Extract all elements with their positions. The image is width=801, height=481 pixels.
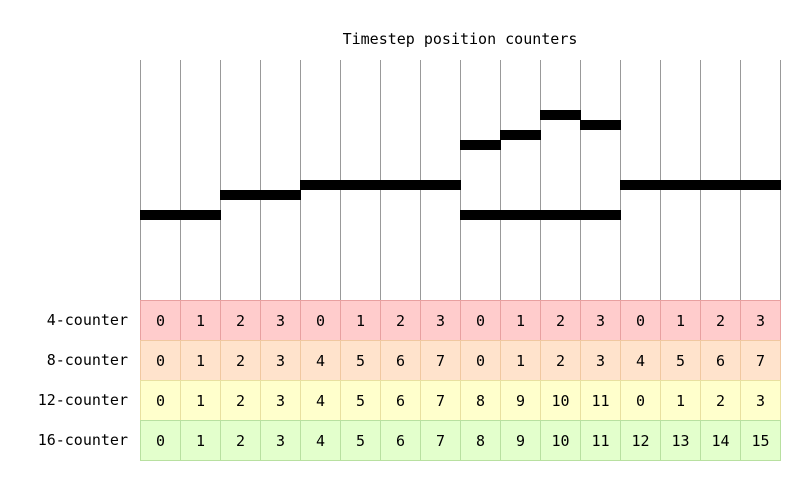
position-bar — [300, 180, 461, 190]
counter-cell: 7 — [420, 420, 461, 461]
counter-cell: 2 — [540, 300, 581, 341]
timestep-grid — [140, 60, 781, 301]
counter-cell: 10 — [540, 420, 581, 461]
counter-cell: 9 — [500, 420, 541, 461]
counter-cell: 15 — [740, 420, 781, 461]
counter-cell: 6 — [380, 420, 421, 461]
counter-cell: 2 — [380, 300, 421, 341]
counter-cell: 2 — [220, 340, 261, 381]
counter-cell: 2 — [220, 300, 261, 341]
counter-cell: 0 — [140, 420, 181, 461]
position-bar — [140, 210, 221, 220]
counter-cell: 0 — [140, 300, 181, 341]
counter-cell: 0 — [300, 300, 341, 341]
counter-cell: 0 — [460, 340, 501, 381]
counter-cell: 5 — [340, 340, 381, 381]
row-label: 4-counter — [46, 311, 128, 329]
counter-cell: 3 — [740, 380, 781, 421]
counter-cell: 4 — [300, 380, 341, 421]
row-label: 16-counter — [37, 431, 128, 449]
counter-cell: 1 — [180, 420, 221, 461]
counter-cell: 3 — [740, 300, 781, 341]
counter-cell: 12 — [620, 420, 661, 461]
counter-cell: 1 — [180, 340, 221, 381]
counter-cell: 11 — [580, 420, 621, 461]
counter-cell: 9 — [500, 380, 541, 421]
position-bar — [500, 130, 541, 140]
counter-cell: 5 — [340, 380, 381, 421]
counter-cell: 4 — [300, 420, 341, 461]
counter-cell: 5 — [660, 340, 701, 381]
counter-cell: 14 — [700, 420, 741, 461]
counter-cell: 8 — [460, 420, 501, 461]
counter-cell: 1 — [660, 300, 701, 341]
position-bar — [620, 180, 781, 190]
counter-cell: 4 — [620, 340, 661, 381]
counter-cell: 3 — [580, 300, 621, 341]
counter-cell: 3 — [260, 420, 301, 461]
counter-cell: 7 — [420, 380, 461, 421]
counter-cell: 1 — [180, 300, 221, 341]
row-label: 12-counter — [37, 391, 128, 409]
counter-cell: 3 — [420, 300, 461, 341]
counter-cell: 1 — [180, 380, 221, 421]
counter-cell: 2 — [700, 380, 741, 421]
counter-cell: 5 — [340, 420, 381, 461]
counter-cell: 2 — [220, 380, 261, 421]
counter-cell: 6 — [700, 340, 741, 381]
counter-cell: 0 — [620, 300, 661, 341]
counter-cell: 2 — [540, 340, 581, 381]
counter-cell: 0 — [140, 380, 181, 421]
counter-cell: 8 — [460, 380, 501, 421]
counter-cell: 3 — [260, 380, 301, 421]
position-bar — [220, 190, 301, 200]
counter-cell: 3 — [580, 340, 621, 381]
counter-cell: 4 — [300, 340, 341, 381]
counter-cell: 10 — [540, 380, 581, 421]
counter-cell: 7 — [420, 340, 461, 381]
counter-cell: 7 — [740, 340, 781, 381]
counter-cell: 11 — [580, 380, 621, 421]
counter-cell: 3 — [260, 340, 301, 381]
position-bar — [580, 120, 621, 130]
counter-cell: 0 — [140, 340, 181, 381]
counter-cell: 6 — [380, 340, 421, 381]
counter-cell: 2 — [220, 420, 261, 461]
position-bar — [460, 210, 621, 220]
counter-cell: 1 — [340, 300, 381, 341]
position-bar — [460, 140, 501, 150]
counter-cell: 1 — [500, 300, 541, 341]
counter-cell: 0 — [620, 380, 661, 421]
row-label: 8-counter — [46, 351, 128, 369]
counter-cell: 0 — [460, 300, 501, 341]
counter-cell: 6 — [380, 380, 421, 421]
counter-cell: 3 — [260, 300, 301, 341]
diagram-title: Timestep position counters — [342, 30, 578, 48]
counter-cell: 1 — [500, 340, 541, 381]
position-bar — [540, 110, 581, 120]
counter-cell: 2 — [700, 300, 741, 341]
counter-cell: 1 — [660, 380, 701, 421]
counter-cell: 13 — [660, 420, 701, 461]
